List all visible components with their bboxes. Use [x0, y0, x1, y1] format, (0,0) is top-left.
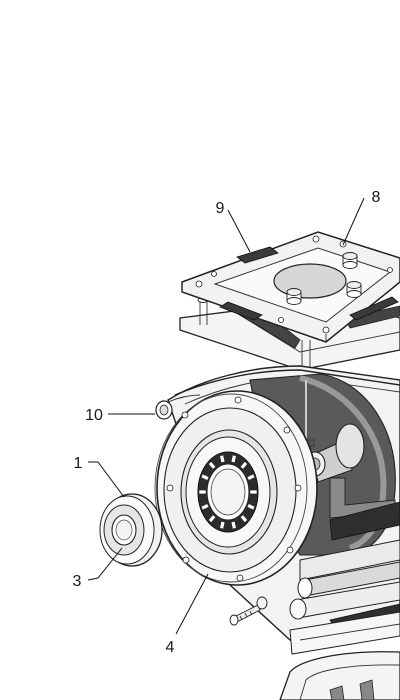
leader-lines	[87, 197, 365, 635]
leader-9	[227, 209, 251, 253]
bearing-roller	[247, 503, 255, 510]
bearing-roller	[201, 503, 209, 510]
top-plate-pad-left	[236, 246, 279, 264]
housing-lower-rail	[329, 501, 400, 541]
bearing-roller	[231, 521, 236, 529]
callout-10: 10	[85, 407, 103, 424]
leader-4	[175, 573, 209, 635]
output-shaft	[304, 423, 365, 483]
lower-mechanism	[289, 539, 400, 655]
leader-8	[342, 197, 365, 246]
housing-side-connector	[155, 394, 201, 420]
bearing-roller	[199, 490, 206, 494]
shaft-seal	[99, 493, 163, 567]
leader-1	[88, 461, 125, 498]
bearing-roller	[240, 515, 248, 523]
bearing-rollers	[199, 455, 257, 529]
callout-9: 9	[216, 200, 225, 217]
top-plate-pad-bottom	[219, 301, 263, 321]
bearing-roller	[231, 455, 236, 463]
callout-4: 4	[166, 639, 175, 656]
flange-bolt-holes	[166, 396, 302, 582]
housing-internal-wall	[299, 375, 387, 551]
bearing-roller	[220, 521, 225, 529]
callout-3: 3	[73, 573, 82, 590]
top-plate-pad-right	[349, 296, 399, 321]
mounting-screw	[229, 596, 268, 626]
bearing-roller	[208, 515, 216, 523]
top-plate-circular-recess	[273, 263, 347, 299]
callout-1: 1	[74, 455, 83, 472]
top-plate-studs	[286, 252, 362, 305]
callout-8: 8	[372, 189, 381, 206]
top-plate-assembly	[179, 231, 400, 382]
front-flange	[154, 390, 318, 586]
bearing-roller	[247, 474, 255, 481]
bearing-roller	[240, 461, 248, 469]
bearing-roller	[201, 474, 209, 481]
base-component	[279, 651, 400, 700]
bearing	[197, 451, 259, 533]
bearing-roller	[250, 490, 257, 494]
leader-3	[87, 547, 123, 581]
bearing-roller	[208, 461, 216, 469]
bearing-roller	[220, 455, 225, 463]
